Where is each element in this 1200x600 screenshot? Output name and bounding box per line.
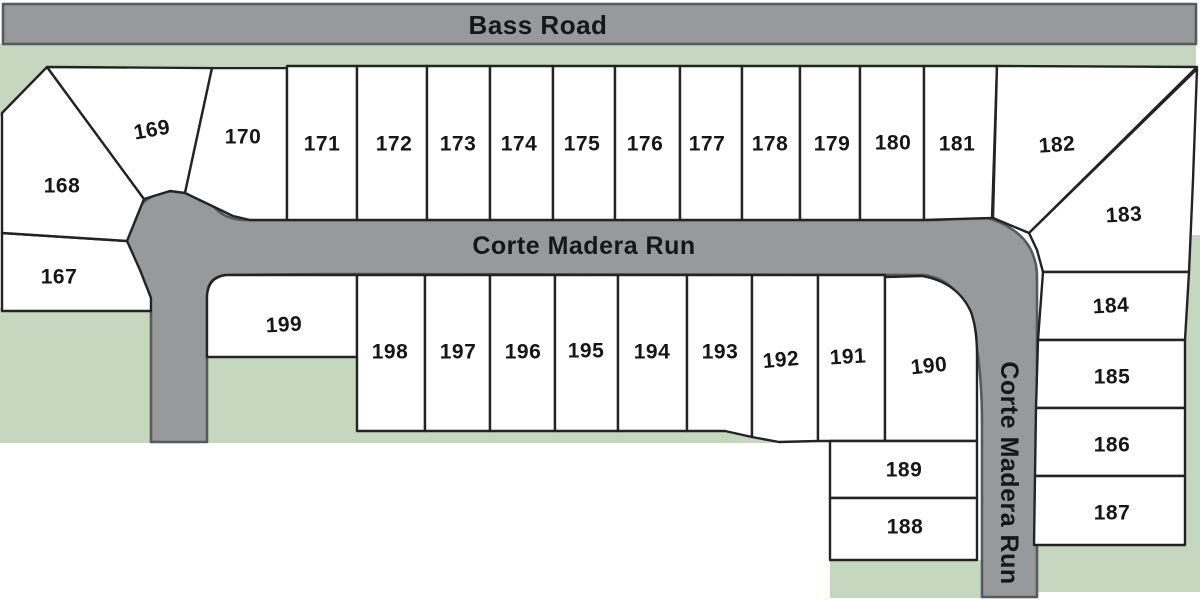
lot-187-label: 187	[1094, 502, 1131, 525]
lot-195-label: 195	[568, 340, 605, 363]
lot-167-label: 167	[41, 266, 78, 289]
green-area-right-strip	[1185, 235, 1200, 592]
lot-198-label: 198	[372, 341, 409, 364]
lot-196-label: 196	[505, 341, 542, 364]
lot-171-label: 171	[304, 133, 341, 156]
lot-172-label: 172	[376, 133, 413, 156]
lot-191-label: 191	[829, 345, 867, 370]
lot-190-label: 190	[910, 353, 949, 380]
lot-174-label: 174	[501, 133, 538, 156]
lot-180-label: 180	[875, 132, 912, 155]
road-labels: Bass Road Corte Madera Run Corte Madera …	[469, 10, 1023, 585]
green-area-left-block	[0, 308, 152, 443]
lot-197-label: 197	[440, 341, 477, 364]
corte-madera-run-label-vertical: Corte Madera Run	[995, 361, 1023, 584]
green-area-top-strip	[0, 44, 1196, 117]
lot-190-parcel	[883, 274, 979, 443]
lot-184-label: 184	[1092, 294, 1130, 319]
lot-176-label: 176	[627, 133, 664, 156]
lot-187-parcel	[1032, 474, 1187, 547]
lot-194-label: 194	[634, 341, 671, 364]
lot-193-label: 193	[702, 341, 739, 364]
lot-170-label: 170	[225, 126, 262, 149]
corte-madera-run-label-horizontal: Corte Madera Run	[472, 232, 695, 260]
lot-labels: 167 168 169 170 171 172 173 174 175 176 …	[41, 116, 1143, 539]
green-area-bottom-right	[1037, 545, 1200, 592]
bass-road	[1, 2, 1198, 46]
lot-189-label: 189	[886, 459, 923, 482]
lot-173-label: 173	[440, 133, 477, 156]
lot-179-label: 179	[814, 133, 851, 156]
lot-181-label: 181	[939, 133, 976, 156]
lot-168-label: 168	[44, 175, 81, 198]
lot-parcels	[0, 64, 1199, 562]
green-area-bottom-center	[830, 560, 990, 598]
lot-193-parcel	[685, 273, 754, 439]
lot-169-parcel	[45, 65, 214, 201]
lot-186-label: 186	[1094, 434, 1131, 457]
lot-188-label: 188	[887, 516, 924, 539]
lot-188-parcel	[828, 496, 979, 562]
lot-192-label: 192	[762, 347, 800, 373]
lot-175-label: 175	[564, 133, 601, 156]
lot-183-label: 183	[1105, 203, 1143, 228]
bass-road-label: Bass Road	[469, 10, 608, 40]
lot-199-label: 199	[265, 313, 303, 338]
lot-199-parcel	[205, 273, 359, 359]
lot-178-label: 178	[752, 133, 789, 156]
lot-182-label: 182	[1038, 132, 1076, 157]
lot-192-parcel	[750, 273, 820, 444]
lot-185-label: 185	[1094, 366, 1131, 389]
lot-177-label: 177	[689, 133, 726, 156]
